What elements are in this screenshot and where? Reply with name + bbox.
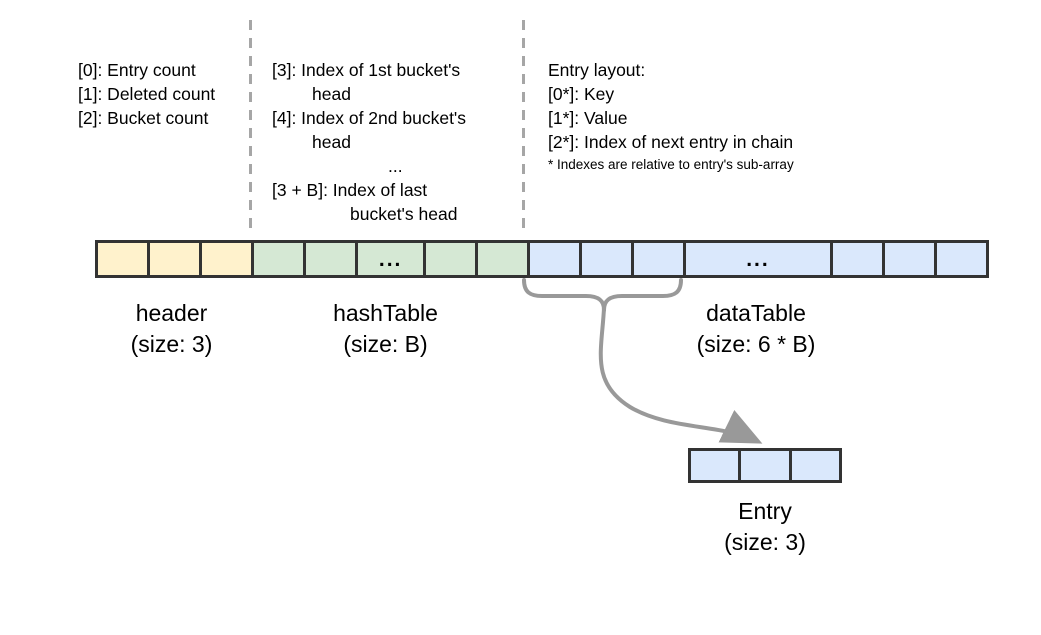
section-size: (size: 3): [724, 529, 806, 555]
note-line: [2]: Bucket count: [78, 108, 209, 128]
datatable-section-label: dataTable (size: 6 * B): [680, 298, 832, 360]
entry-label: Entry (size: 3): [690, 496, 840, 558]
header-section-label: header (size: 3): [96, 298, 247, 360]
array-cell-dataTable: [526, 240, 583, 278]
section-size: (size: B): [343, 331, 428, 357]
note-line: [2*]: Index of next entry in chain: [548, 132, 794, 152]
note-line: [3 + B]: Index of last: [272, 180, 428, 200]
hashtable-notes: [3]: Index of 1st bucket's head [4]: Index…: [272, 58, 466, 226]
entry-box: [688, 448, 842, 483]
section-size: (size: 3): [130, 331, 213, 357]
note-line: [0*]: Key: [548, 84, 615, 104]
array-cell-dataTable: ...: [683, 240, 833, 278]
header-notes: [0]: Entry count [1]: Deleted count [2]: B…: [78, 58, 215, 130]
array-cell-dataTable: [933, 240, 989, 278]
array-cell-hashTable: [251, 240, 307, 278]
section-size: (size: 6 * B): [696, 331, 816, 357]
note-line: [1]: Deleted count: [78, 84, 216, 104]
note-line: [3]: Index of 1st bucket's: [272, 60, 461, 80]
note-line: [0]: Entry count: [78, 60, 196, 80]
array-cell-dataTable: [631, 240, 687, 278]
note-line: head: [312, 84, 351, 104]
array-cell-header: [95, 240, 151, 278]
array-cell-header: [199, 240, 255, 278]
note-line: ...: [388, 156, 403, 176]
array-cell-hashTable: [474, 240, 530, 278]
section-name: hashTable: [333, 300, 438, 326]
entry-cell: [738, 448, 792, 483]
array-cell-header: [147, 240, 203, 278]
array-cell-dataTable: [829, 240, 885, 278]
section-name: Entry: [738, 498, 792, 524]
note-line: [1*]: Value: [548, 108, 628, 128]
hashtable-section-label: hashTable (size: B): [310, 298, 461, 360]
array-cell-dataTable: [579, 240, 635, 278]
entry-cell: [788, 448, 842, 483]
entry-layout-notes: Entry layout: [0*]: Key [1*]: Value [2*]: I…: [548, 58, 794, 176]
note-line: Entry layout:: [548, 60, 646, 80]
section-name: dataTable: [706, 300, 806, 326]
array-cell-dataTable: [881, 240, 937, 278]
entry-cell: [688, 448, 742, 483]
brace-left-half: [522, 278, 606, 312]
memory-array: ......: [95, 240, 989, 278]
note-line: head: [312, 132, 351, 152]
section-name: header: [135, 300, 208, 326]
note-line: [4]: Index of 2nd bucket's: [272, 108, 467, 128]
array-cell-hashTable: [422, 240, 478, 278]
array-cell-hashTable: [303, 240, 359, 278]
array-cell-hashTable: ...: [355, 240, 426, 278]
note-line: * Indexes are relative to entry's sub-ar…: [548, 157, 794, 172]
brace-right-half: [602, 278, 683, 312]
note-line: bucket's head: [350, 204, 458, 224]
